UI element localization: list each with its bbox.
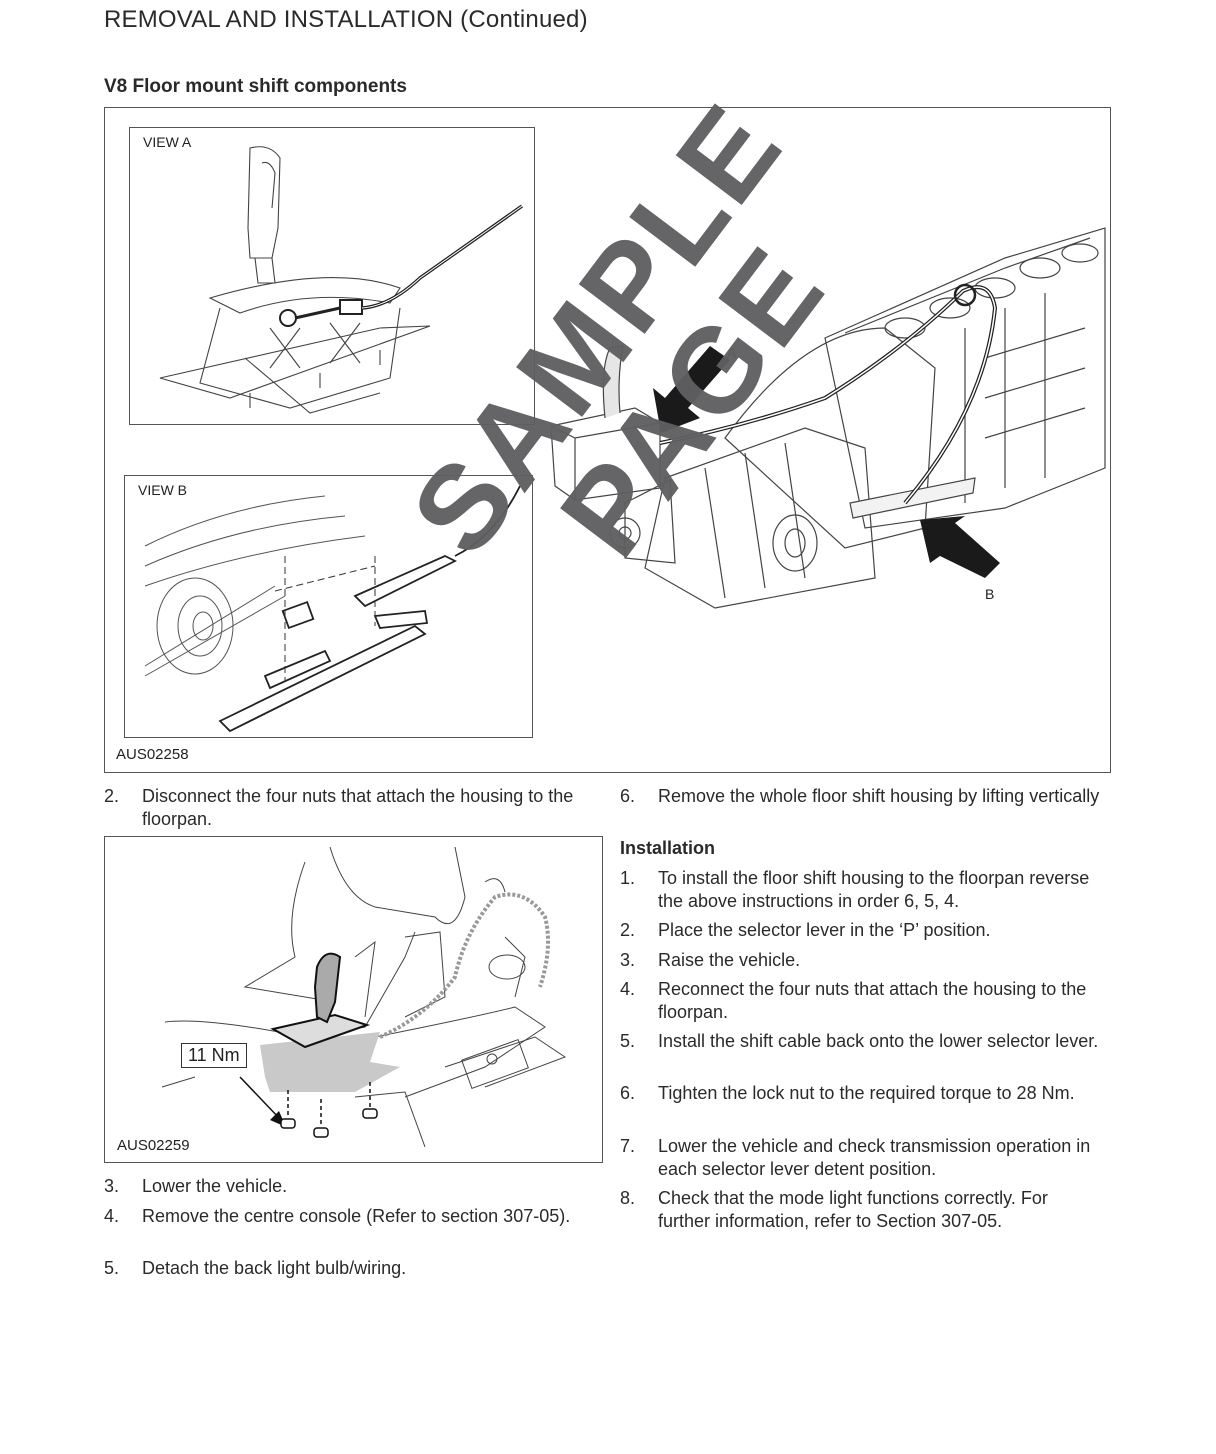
nut-icon xyxy=(280,1082,378,1138)
installation-step-8: 8. Check that the mode light functions c… xyxy=(620,1187,1100,1233)
step-text: Remove the whole floor shift housing by … xyxy=(658,786,1100,806)
view-a-panel: VIEW A xyxy=(129,127,535,425)
step-text: Disconnect the four nuts that attach the… xyxy=(142,786,574,829)
arrow-b-icon xyxy=(920,516,1000,578)
step-number: 5. xyxy=(104,1258,120,1278)
arrow-b-label: B xyxy=(985,586,995,602)
view-a-label: VIEW A xyxy=(143,134,192,150)
step-text: Lower the vehicle. xyxy=(142,1176,288,1196)
removal-step-6: 6. Remove the whole floor shift housing … xyxy=(620,785,1100,808)
step-text: Detach the back light bulb/wiring. xyxy=(142,1258,407,1278)
step-number: 3. xyxy=(104,1176,120,1196)
page-title: REMOVAL AND INSTALLATION (Continued) xyxy=(104,6,588,33)
installation-step-1: 1. To install the floor shift housing to… xyxy=(620,867,1100,913)
cable-bracket-view-b-illustration xyxy=(144,485,521,733)
installation-step-6: 6. Tighten the lock nut to the required … xyxy=(620,1082,1100,1105)
step-number: 6. xyxy=(620,1083,636,1103)
removal-step-5: 5. Detach the back light bulb/wiring. xyxy=(104,1257,604,1280)
installation-step-5: 5. Install the shift cable back onto the… xyxy=(620,1030,1100,1053)
shifter-view-a-illustration xyxy=(159,146,524,414)
section-subtitle: V8 Floor mount shift components xyxy=(104,76,407,97)
step-text: Remove the centre console (Refer to sect… xyxy=(142,1206,571,1226)
step-text: Install the shift cable back onto the lo… xyxy=(658,1031,1099,1051)
figure-code: AUS02259 xyxy=(117,1137,190,1154)
removal-step-4: 4. Remove the centre console (Refer to s… xyxy=(104,1205,604,1228)
transmission-illustration xyxy=(550,227,1106,609)
step-text: Raise the vehicle. xyxy=(658,950,801,970)
step-text: Check that the mode light functions corr… xyxy=(658,1188,1048,1231)
step-number: 4. xyxy=(620,979,636,999)
view-b-panel: VIEW B xyxy=(124,475,533,738)
step-number: 4. xyxy=(104,1206,120,1226)
step-number: 5. xyxy=(620,1031,636,1051)
installation-step-7: 7. Lower the vehicle and check transmiss… xyxy=(620,1135,1100,1181)
step-text: Tighten the lock nut to the required tor… xyxy=(658,1083,1075,1103)
figure-shift-components: A B VIEW A VIEW B xyxy=(104,107,1111,773)
installation-step-3: 3. Raise the vehicle. xyxy=(620,949,1100,972)
figure-floorpan-nuts: 11 Nm AUS02259 xyxy=(104,836,603,1163)
figure-code: AUS02258 xyxy=(116,746,189,763)
step-text: Place the selector lever in the ‘P’ posi… xyxy=(658,920,991,940)
step-number: 3. xyxy=(620,950,636,970)
step-number: 8. xyxy=(620,1188,636,1208)
view-b-label: VIEW B xyxy=(138,482,188,498)
removal-step-3: 3. Lower the vehicle. xyxy=(104,1175,604,1198)
step-number: 2. xyxy=(620,920,636,940)
step-number: 2. xyxy=(104,786,120,806)
arrow-a-label: A xyxy=(727,345,737,361)
step-text: To install the floor shift housing to th… xyxy=(658,868,1090,911)
step-number: 7. xyxy=(620,1136,636,1156)
floor-shift-housing-illustration xyxy=(161,846,567,1148)
arrow-a-icon xyxy=(653,346,730,433)
installation-step-4: 4. Reconnect the four nuts that attach t… xyxy=(620,978,1120,1024)
installation-step-2: 2. Place the selector lever in the ‘P’ p… xyxy=(620,919,1100,942)
step-text: Lower the vehicle and check transmission… xyxy=(658,1136,1091,1179)
torque-spec-label: 11 Nm xyxy=(181,1043,247,1068)
step-number: 1. xyxy=(620,868,636,888)
removal-step-2: 2. Disconnect the four nuts that attach … xyxy=(104,785,604,831)
step-number: 6. xyxy=(620,786,636,806)
installation-heading: Installation xyxy=(620,838,716,858)
step-text: Reconnect the four nuts that attach the … xyxy=(658,979,1087,1022)
